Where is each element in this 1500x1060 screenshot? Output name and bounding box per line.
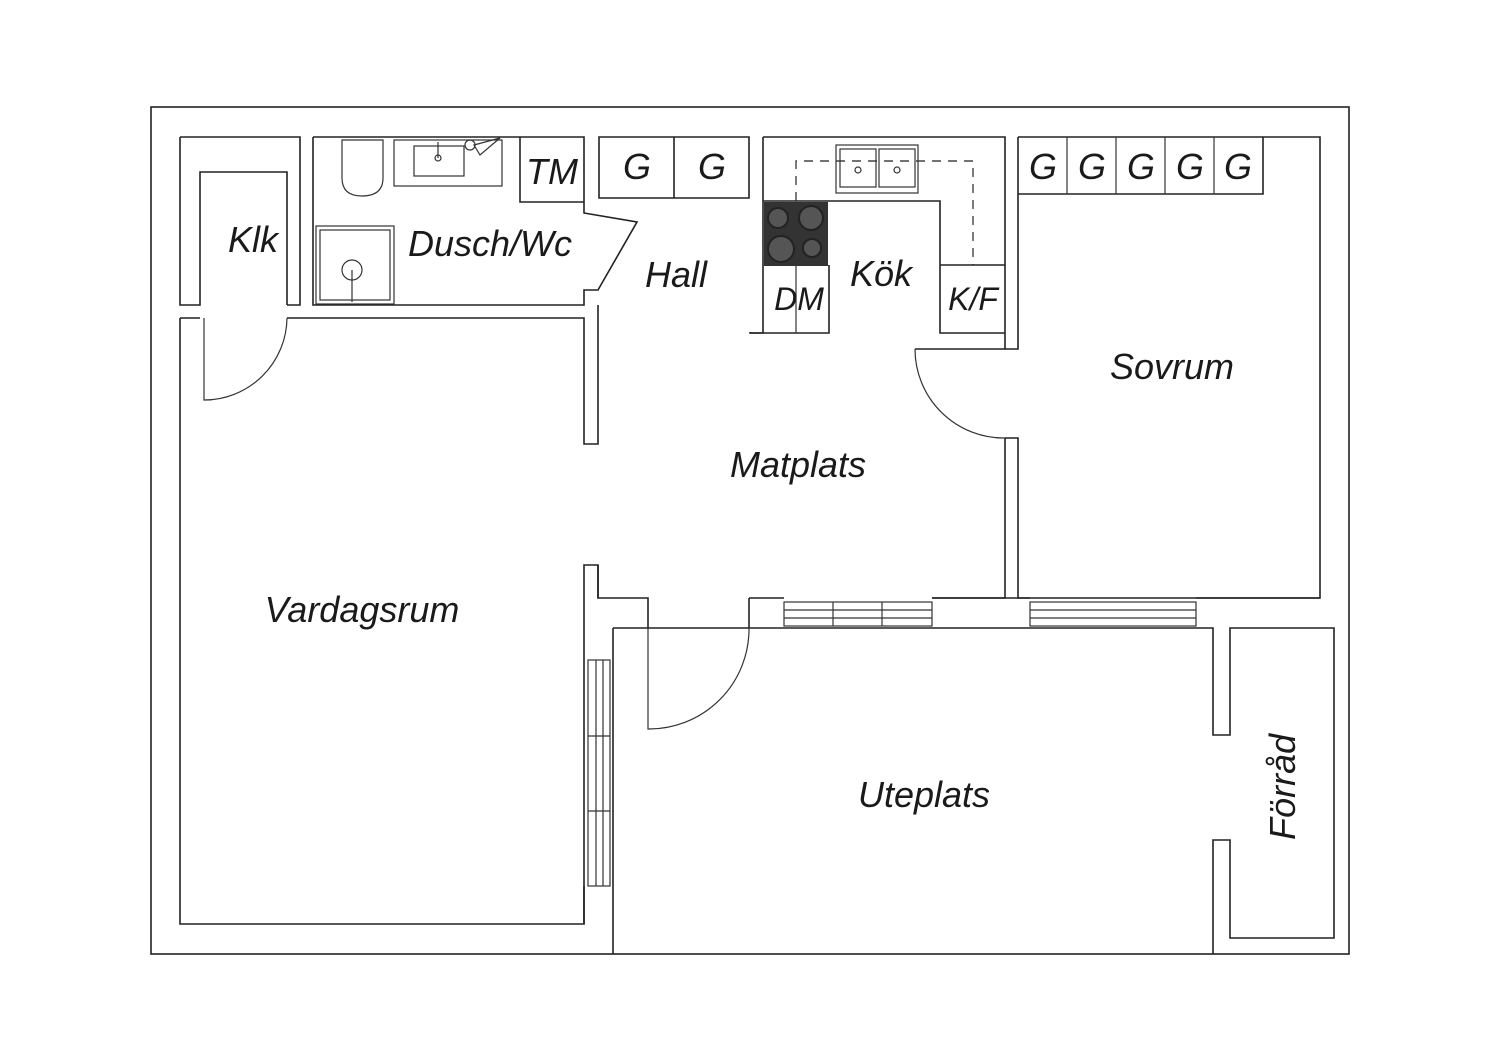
room-label-vardagsrum: Vardagsrum — [265, 589, 460, 630]
room-label-uteplats: Uteplats — [858, 774, 990, 815]
bathroom-fixtures — [315, 137, 584, 305]
wardrobe-label: G — [623, 146, 651, 187]
shower-icon — [315, 225, 395, 305]
windows — [587, 601, 1197, 887]
doors — [203, 317, 1006, 730]
wardrobe-label: G — [1029, 146, 1057, 187]
door-uteplats — [647, 627, 750, 730]
walls — [179, 136, 1335, 954]
door-klk — [203, 317, 288, 401]
room-label-klk: Klk — [228, 219, 280, 260]
label-tm: TM — [526, 151, 578, 192]
room-label-kok: Kök — [850, 253, 914, 294]
room-label-dusch-wc: Dusch/Wc — [408, 223, 572, 264]
toilet-icon — [341, 139, 384, 197]
door-sovrum — [914, 348, 1006, 439]
wardrobe-label: G — [1176, 146, 1204, 187]
wardrobe-label: G — [1127, 146, 1155, 187]
plan-border — [150, 106, 1350, 955]
wardrobe-label: G — [698, 146, 726, 187]
sovrum-wardrobes — [1018, 137, 1264, 195]
room-label-sovrum: Sovrum — [1110, 346, 1234, 387]
room-label-forrad: Förråd — [1262, 733, 1303, 840]
wardrobe-label: G — [1078, 146, 1106, 187]
label-kf: K/F — [948, 281, 1000, 317]
wardrobe-label: G — [1224, 146, 1252, 187]
label-dm: DM — [774, 281, 824, 317]
kitchen-sink-icon — [835, 144, 919, 194]
room-label-hall: Hall — [645, 254, 708, 295]
sink-icon — [413, 145, 465, 177]
kitchen-fixtures — [763, 144, 1005, 334]
room-label-matplats: Matplats — [730, 444, 866, 485]
